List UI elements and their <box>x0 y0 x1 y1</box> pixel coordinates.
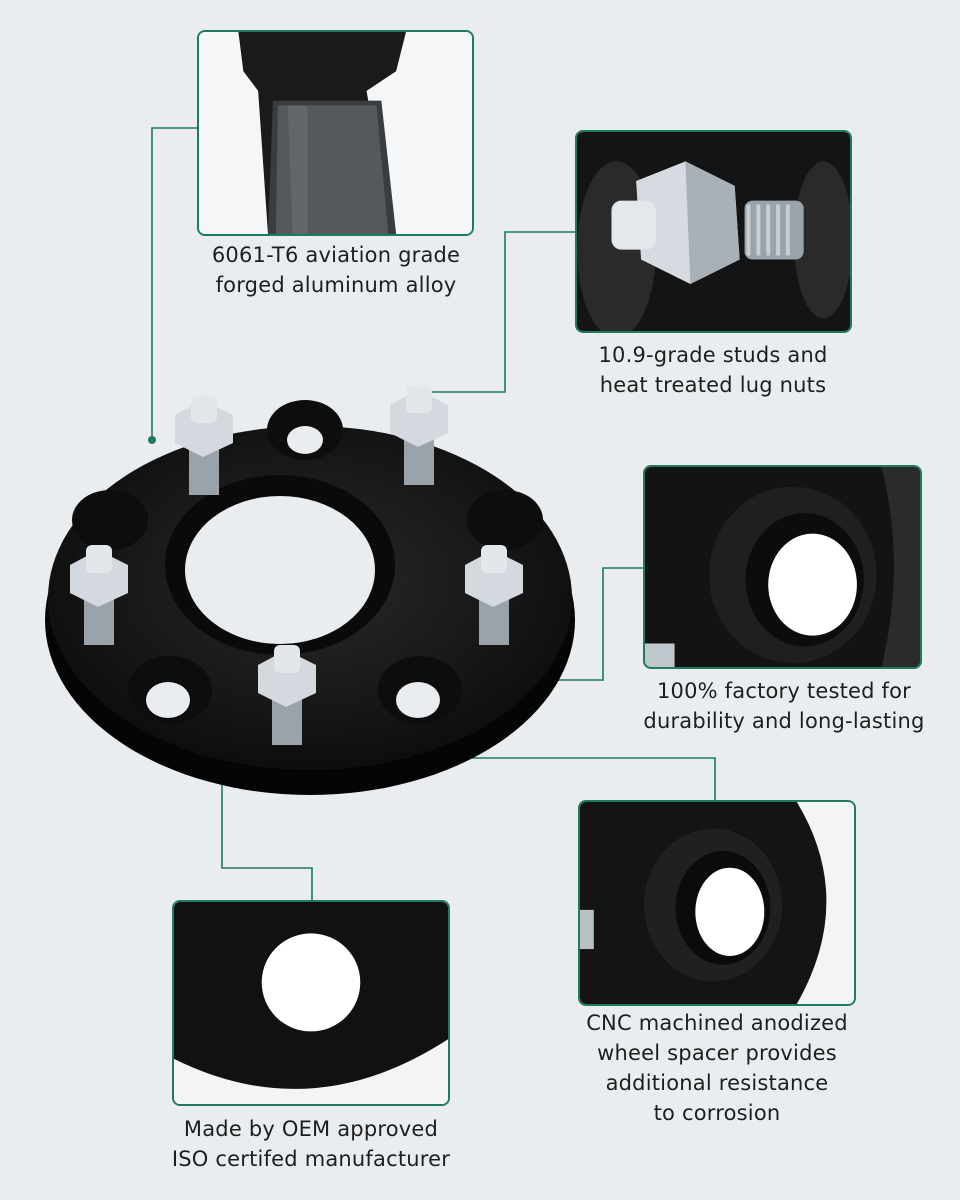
wheel-spacer-product-image <box>45 385 575 795</box>
detail-image-oem <box>172 900 450 1106</box>
callout-oem-line-1: Made by OEM approved <box>183 1117 439 1141</box>
callout-cnc-line-1: CNC machined anodized <box>586 1011 848 1035</box>
callout-cnc: CNC machined anodized wheel spacer provi… <box>565 1008 869 1128</box>
callout-tested-line-2: durability and long-lasting <box>643 709 925 733</box>
callout-oem-line-2: ISO certifed manufacturer <box>171 1147 451 1171</box>
detail-image-studs <box>575 130 852 333</box>
detail-image-cnc <box>578 800 856 1006</box>
callout-tested-line-1: 100% factory tested for <box>656 679 912 703</box>
callout-material-line-2: forged aluminum alloy <box>215 273 457 297</box>
callout-cnc-line-2: wheel spacer provides <box>597 1041 837 1065</box>
detail-image-tested <box>643 465 922 669</box>
callout-material-line-1: 6061-T6 aviation grade <box>211 243 461 267</box>
callout-studs-line-1: 10.9-grade studs and <box>598 343 828 367</box>
detail-image-material <box>197 30 474 236</box>
callout-studs: 10.9-grade studs and heat treated lug nu… <box>560 340 866 400</box>
callout-cnc-line-4: to corrosion <box>653 1101 781 1125</box>
callout-studs-line-2: heat treated lug nuts <box>599 373 827 397</box>
callout-oem: Made by OEM approved ISO certifed manufa… <box>150 1114 472 1174</box>
callout-material: 6061-T6 aviation grade forged aluminum a… <box>180 240 492 300</box>
callout-tested: 100% factory tested for durability and l… <box>622 676 946 736</box>
callout-cnc-line-3: additional resistance <box>605 1071 829 1095</box>
